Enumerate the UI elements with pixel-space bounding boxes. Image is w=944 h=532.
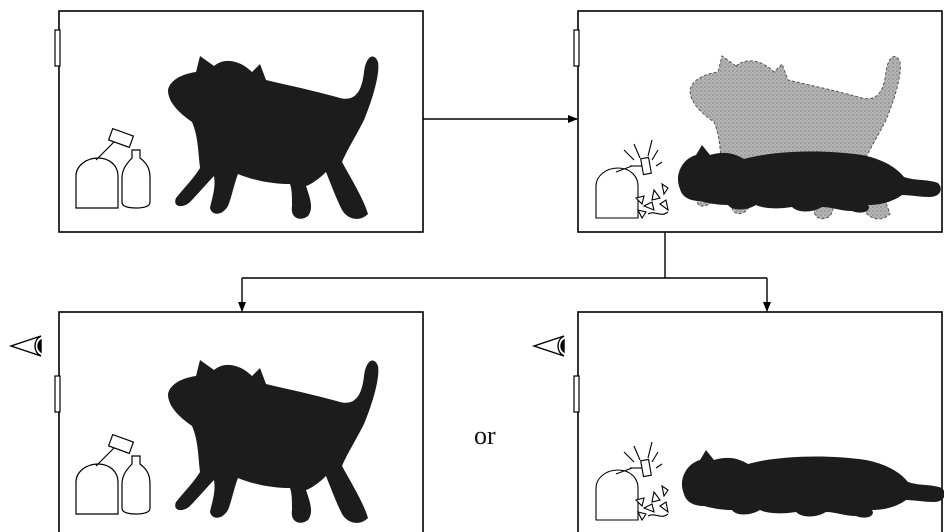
or-label: or: [474, 421, 496, 450]
branch-connector: [238, 232, 771, 312]
door-hinge-icon: [573, 375, 580, 413]
door-hinge-icon: [54, 375, 61, 413]
panel-top-right: [573, 10, 943, 233]
panel-bottom-left: [10, 311, 424, 532]
panel-bottom-right: [533, 311, 944, 532]
eye-icon: [533, 335, 565, 357]
door-hinge-icon: [573, 29, 580, 67]
eye-icon: [10, 335, 42, 357]
panel-top-left: [54, 10, 424, 233]
door-hinge-icon: [54, 29, 61, 67]
